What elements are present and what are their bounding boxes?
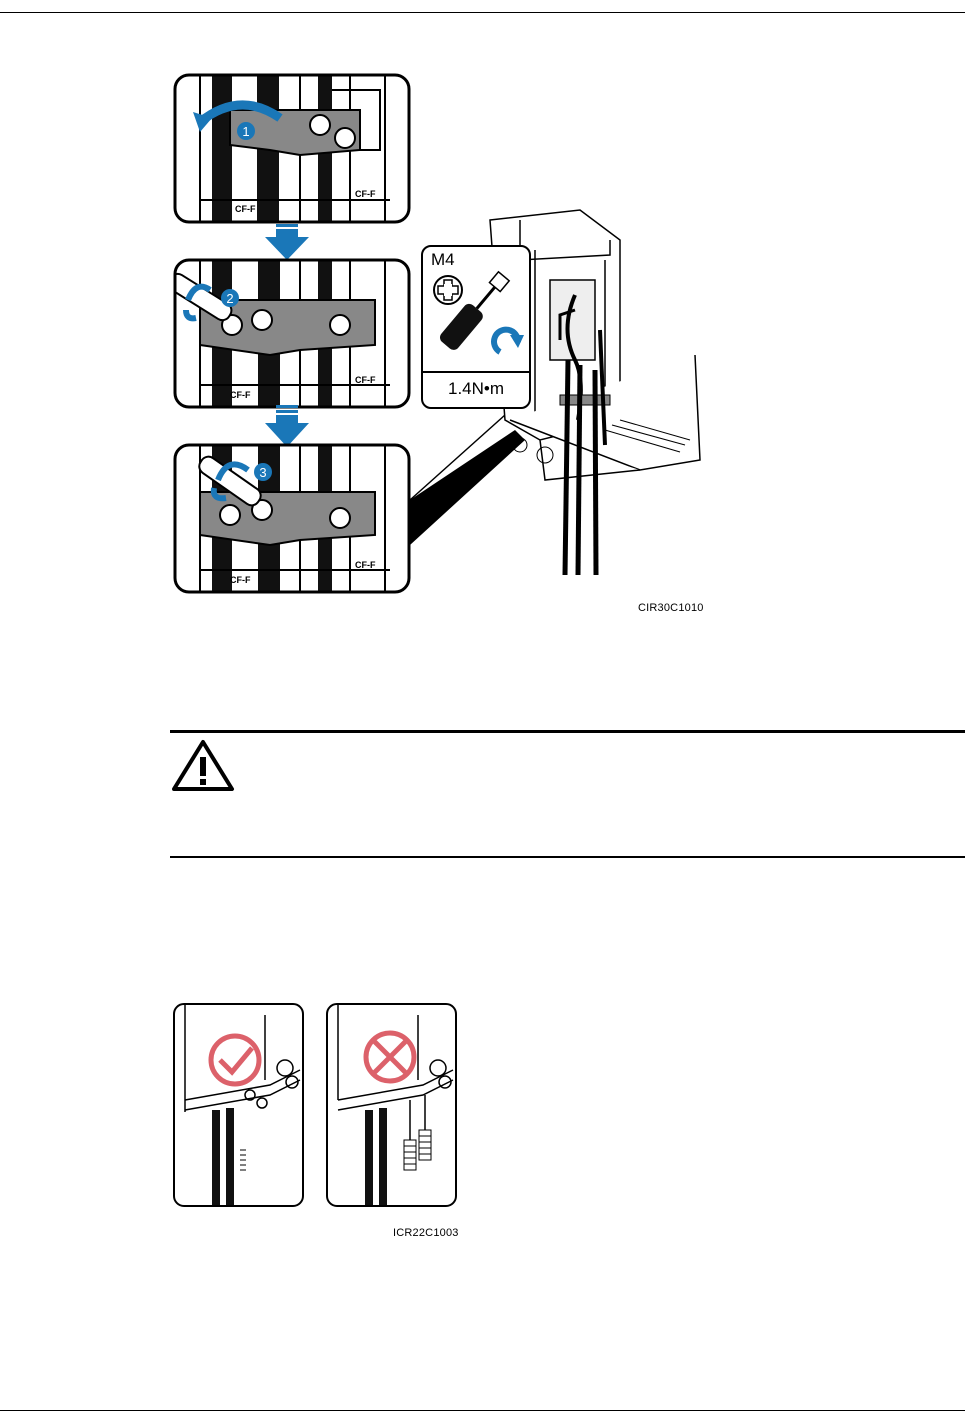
- figure-code: CIR30C1010: [638, 602, 704, 614]
- caution-top-rule: [170, 730, 965, 733]
- step-3-badge: 3: [259, 465, 266, 480]
- header-rule: [0, 12, 965, 13]
- svg-text:CF-F: CF-F: [355, 189, 376, 199]
- step-2-panel: CF-F CF-F: [166, 260, 409, 407]
- figure-code: ICR22C1003: [393, 1227, 459, 1239]
- svg-text:CF-F: CF-F: [230, 575, 251, 585]
- step-1-badge: 1: [242, 124, 249, 139]
- down-arrow-icon: [265, 224, 309, 260]
- step-1-panel: CF-F CF-F: [175, 75, 409, 222]
- screw-size-label: M4: [431, 250, 455, 269]
- down-arrow-icon: [265, 405, 309, 447]
- step-3-panel: CF-F CF-F: [175, 445, 409, 592]
- warning-triangle-icon: [170, 738, 236, 792]
- footer-rule: [0, 1410, 965, 1411]
- step-2-badge: 2: [226, 291, 233, 306]
- caution-bottom-rule: [170, 856, 965, 858]
- svg-text:CF-F: CF-F: [230, 390, 251, 400]
- svg-text:CF-F: CF-F: [355, 560, 376, 570]
- cable-clamp-installation-figure: CF-F CF-F 1 CF-F CF-F 2: [160, 60, 720, 600]
- torque-value-label: 1.4N•m: [448, 379, 504, 398]
- svg-text:CF-F: CF-F: [355, 375, 376, 385]
- cable-routing-comparison-figure: [170, 1000, 465, 1212]
- svg-text:CF-F: CF-F: [235, 204, 256, 214]
